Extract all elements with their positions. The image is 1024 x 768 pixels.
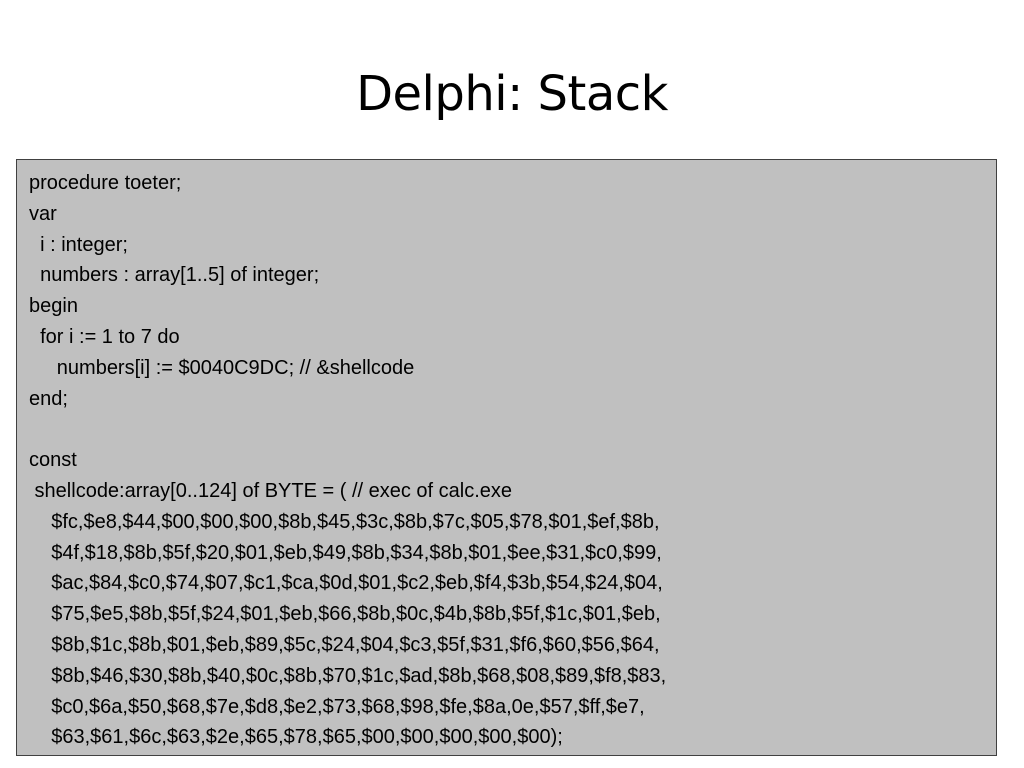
code-line: var [29, 202, 57, 225]
code-line: for i := 1 to 7 do [29, 325, 180, 348]
code-line: end; [29, 387, 68, 410]
slide-title: Delphi: Stack [356, 66, 668, 122]
code-line: numbers : array[1..5] of integer; [29, 264, 320, 287]
code-line: i : integer; [29, 233, 128, 256]
code-line: begin [29, 295, 78, 318]
code-line: numbers[i] := $0040C9DC; // &shellcode [29, 356, 415, 379]
code-line: $63,$61,$6c,$63,$2e,$65,$78,$65,$00,$00,… [29, 726, 563, 749]
code-line: $8b,$1c,$8b,$01,$eb,$89,$5c,$24,$04,$c3,… [29, 633, 660, 656]
code-line: $8b,$46,$30,$8b,$40,$0c,$8b,$70,$1c,$ad,… [29, 664, 667, 687]
code-line: $ac,$84,$c0,$74,$07,$c1,$ca,$0d,$01,$c2,… [29, 572, 663, 595]
code-line: procedure toeter; [29, 172, 182, 194]
code-line: $c0,$6a,$50,$68,$7e,$d8,$e2,$73,$68,$98,… [29, 695, 645, 718]
code-line: $fc,$e8,$44,$00,$00,$00,$8b,$45,$3c,$8b,… [29, 510, 660, 533]
code-line: const [29, 449, 77, 472]
code-block: procedure toeter; var i : integer; numbe… [16, 159, 997, 756]
code-line: $75,$e5,$8b,$5f,$24,$01,$eb,$66,$8b,$0c,… [29, 603, 661, 626]
code-line: shellcode:array[0..124] of BYTE = ( // e… [29, 479, 513, 502]
code-line: $4f,$18,$8b,$5f,$20,$01,$eb,$49,$8b,$34,… [29, 541, 662, 564]
code-line-blank [29, 414, 996, 445]
